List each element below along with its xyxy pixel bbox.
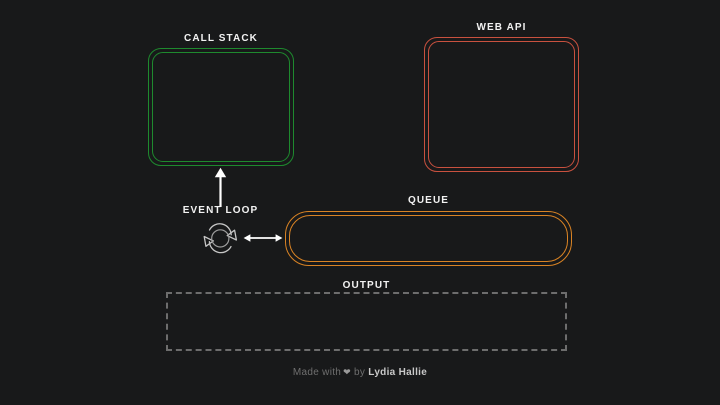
queue-inner-frame xyxy=(289,215,568,262)
call-stack-inner-frame xyxy=(152,52,290,162)
web-api-label: WEB API xyxy=(476,22,527,33)
arrow-up-icon xyxy=(209,167,232,207)
web-api-inner-frame xyxy=(428,41,575,168)
event-loop-label: EVENT LOOP xyxy=(182,205,259,216)
queue-box[interactable] xyxy=(285,211,572,266)
arrow-left-right-icon xyxy=(243,230,283,246)
footer-author[interactable]: Lydia Hallie xyxy=(368,367,428,378)
output-label: OUTPUT xyxy=(342,280,391,291)
footer-prefix: Made with xyxy=(292,367,342,378)
circular-arrows-icon xyxy=(198,217,243,260)
footer-credit: Made with❤by Lydia Hallie xyxy=(0,367,720,378)
heart-icon: ❤ xyxy=(343,367,352,377)
queue-label: QUEUE xyxy=(407,195,450,206)
footer-by: by xyxy=(354,367,366,378)
call-stack-label: CALL STACK xyxy=(184,33,258,44)
call-stack-box[interactable] xyxy=(148,48,294,166)
web-api-box[interactable] xyxy=(424,37,579,172)
output-box[interactable] xyxy=(166,292,567,351)
